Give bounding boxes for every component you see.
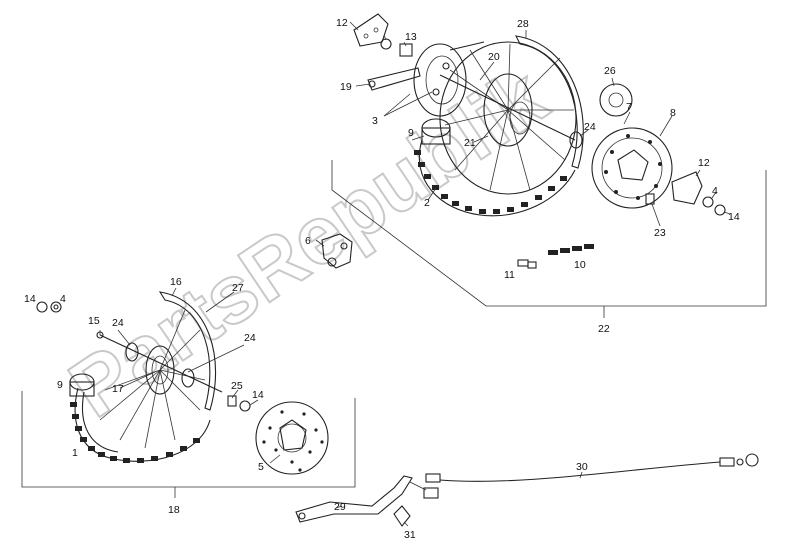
rear-wheel-assembly (331, 13, 767, 318)
callout-28: 28 (517, 18, 529, 30)
cable-adjuster (719, 457, 735, 467)
callout-5: 5 (258, 461, 264, 473)
rear-hub (483, 73, 533, 147)
callout-14-front-bottom: 14 (252, 389, 264, 401)
chain-master-link (517, 259, 537, 269)
rear-fender (515, 35, 584, 169)
front-brake-disc (255, 401, 329, 475)
front-washer-top (36, 301, 48, 313)
callout-19: 19 (340, 81, 352, 93)
sprocket-holes (604, 134, 662, 200)
callout-14-rear: 14 (728, 211, 740, 223)
callout-8: 8 (670, 107, 676, 119)
callout-1: 1 (72, 447, 78, 459)
front-axle (99, 334, 223, 393)
rear-bearing (569, 131, 583, 149)
callout-3: 3 (372, 115, 378, 127)
callout-31: 31 (404, 529, 416, 541)
rear-nut-right (702, 196, 714, 208)
callout-24-rear: 24 (584, 121, 596, 133)
callout-24-front-left: 24 (112, 317, 124, 329)
callout-11: 11 (504, 269, 515, 281)
cush-drive (599, 83, 633, 117)
front-bearing-right (181, 368, 195, 388)
brake-pedal (295, 475, 413, 523)
callout-12-top: 12 (336, 17, 348, 29)
callout-29: 29 (334, 501, 346, 513)
callout-26: 26 (604, 65, 616, 77)
callout-18: 18 (168, 504, 180, 516)
rear-group-bracket (331, 160, 767, 307)
brake-caliper (321, 233, 353, 269)
chain-guard-top (353, 13, 389, 47)
front-tyre-tread (70, 402, 200, 463)
pedal-leader-lines (335, 471, 583, 527)
rear-rim (439, 41, 577, 195)
pedal-clevis (393, 505, 411, 527)
rear-leader-lines (349, 21, 731, 227)
brake-lever (367, 67, 421, 91)
callout-9-rear: 9 (408, 127, 414, 139)
rear-tyre (418, 139, 576, 217)
callout-7: 7 (626, 101, 632, 113)
rear-spokes (444, 43, 574, 191)
front-bearing-left (125, 342, 139, 362)
callout-4-front: 4 (60, 293, 66, 305)
brake-disc-holes (262, 410, 324, 472)
callout-10: 10 (574, 259, 586, 271)
cable-end-nut (745, 453, 759, 467)
callout-12-right: 12 (698, 157, 710, 169)
front-spacer (227, 395, 237, 407)
callout-6: 6 (305, 235, 311, 247)
callout-23: 23 (654, 227, 666, 239)
callout-22: 22 (598, 323, 610, 335)
callout-27: 27 (232, 282, 244, 294)
callout-30: 30 (576, 461, 588, 473)
callout-labels: 1 2 3 4 4 5 6 7 8 9 9 10 11 12 12 13 14 … (24, 17, 740, 541)
front-leader-lines (99, 239, 325, 464)
rear-brake-plate (413, 43, 467, 117)
rear-washer-right (714, 204, 726, 216)
rear-washer-top (380, 38, 392, 50)
callout-21: 21 (464, 137, 476, 149)
front-fender (158, 291, 217, 411)
callout-13: 13 (405, 31, 417, 43)
callout-9-front: 9 (57, 379, 63, 391)
callout-16: 16 (170, 276, 182, 288)
callout-14-front-top: 14 (24, 293, 36, 305)
chain-guard-right (671, 171, 703, 205)
rear-axle (439, 74, 576, 141)
callout-15: 15 (88, 315, 100, 327)
brake-cable (439, 461, 721, 482)
callout-4-rear: 4 (712, 185, 718, 197)
callout-2: 2 (424, 197, 430, 209)
rear-sprocket (591, 127, 673, 209)
callout-25: 25 (231, 380, 243, 392)
rear-tyre-tread (414, 150, 567, 214)
sprocket-bolt (645, 193, 655, 205)
front-wheel-assembly (21, 233, 356, 498)
rear-spacer-top (399, 43, 413, 57)
brake-pedal-assembly (295, 453, 759, 527)
front-washer-bottom (239, 400, 251, 412)
callout-17: 17 (112, 383, 124, 395)
front-group-bracket (21, 391, 356, 488)
front-nut-top (50, 301, 62, 313)
callout-24-front-right: 24 (244, 332, 256, 344)
drive-chain (548, 244, 594, 255)
callout-20: 20 (488, 51, 500, 63)
